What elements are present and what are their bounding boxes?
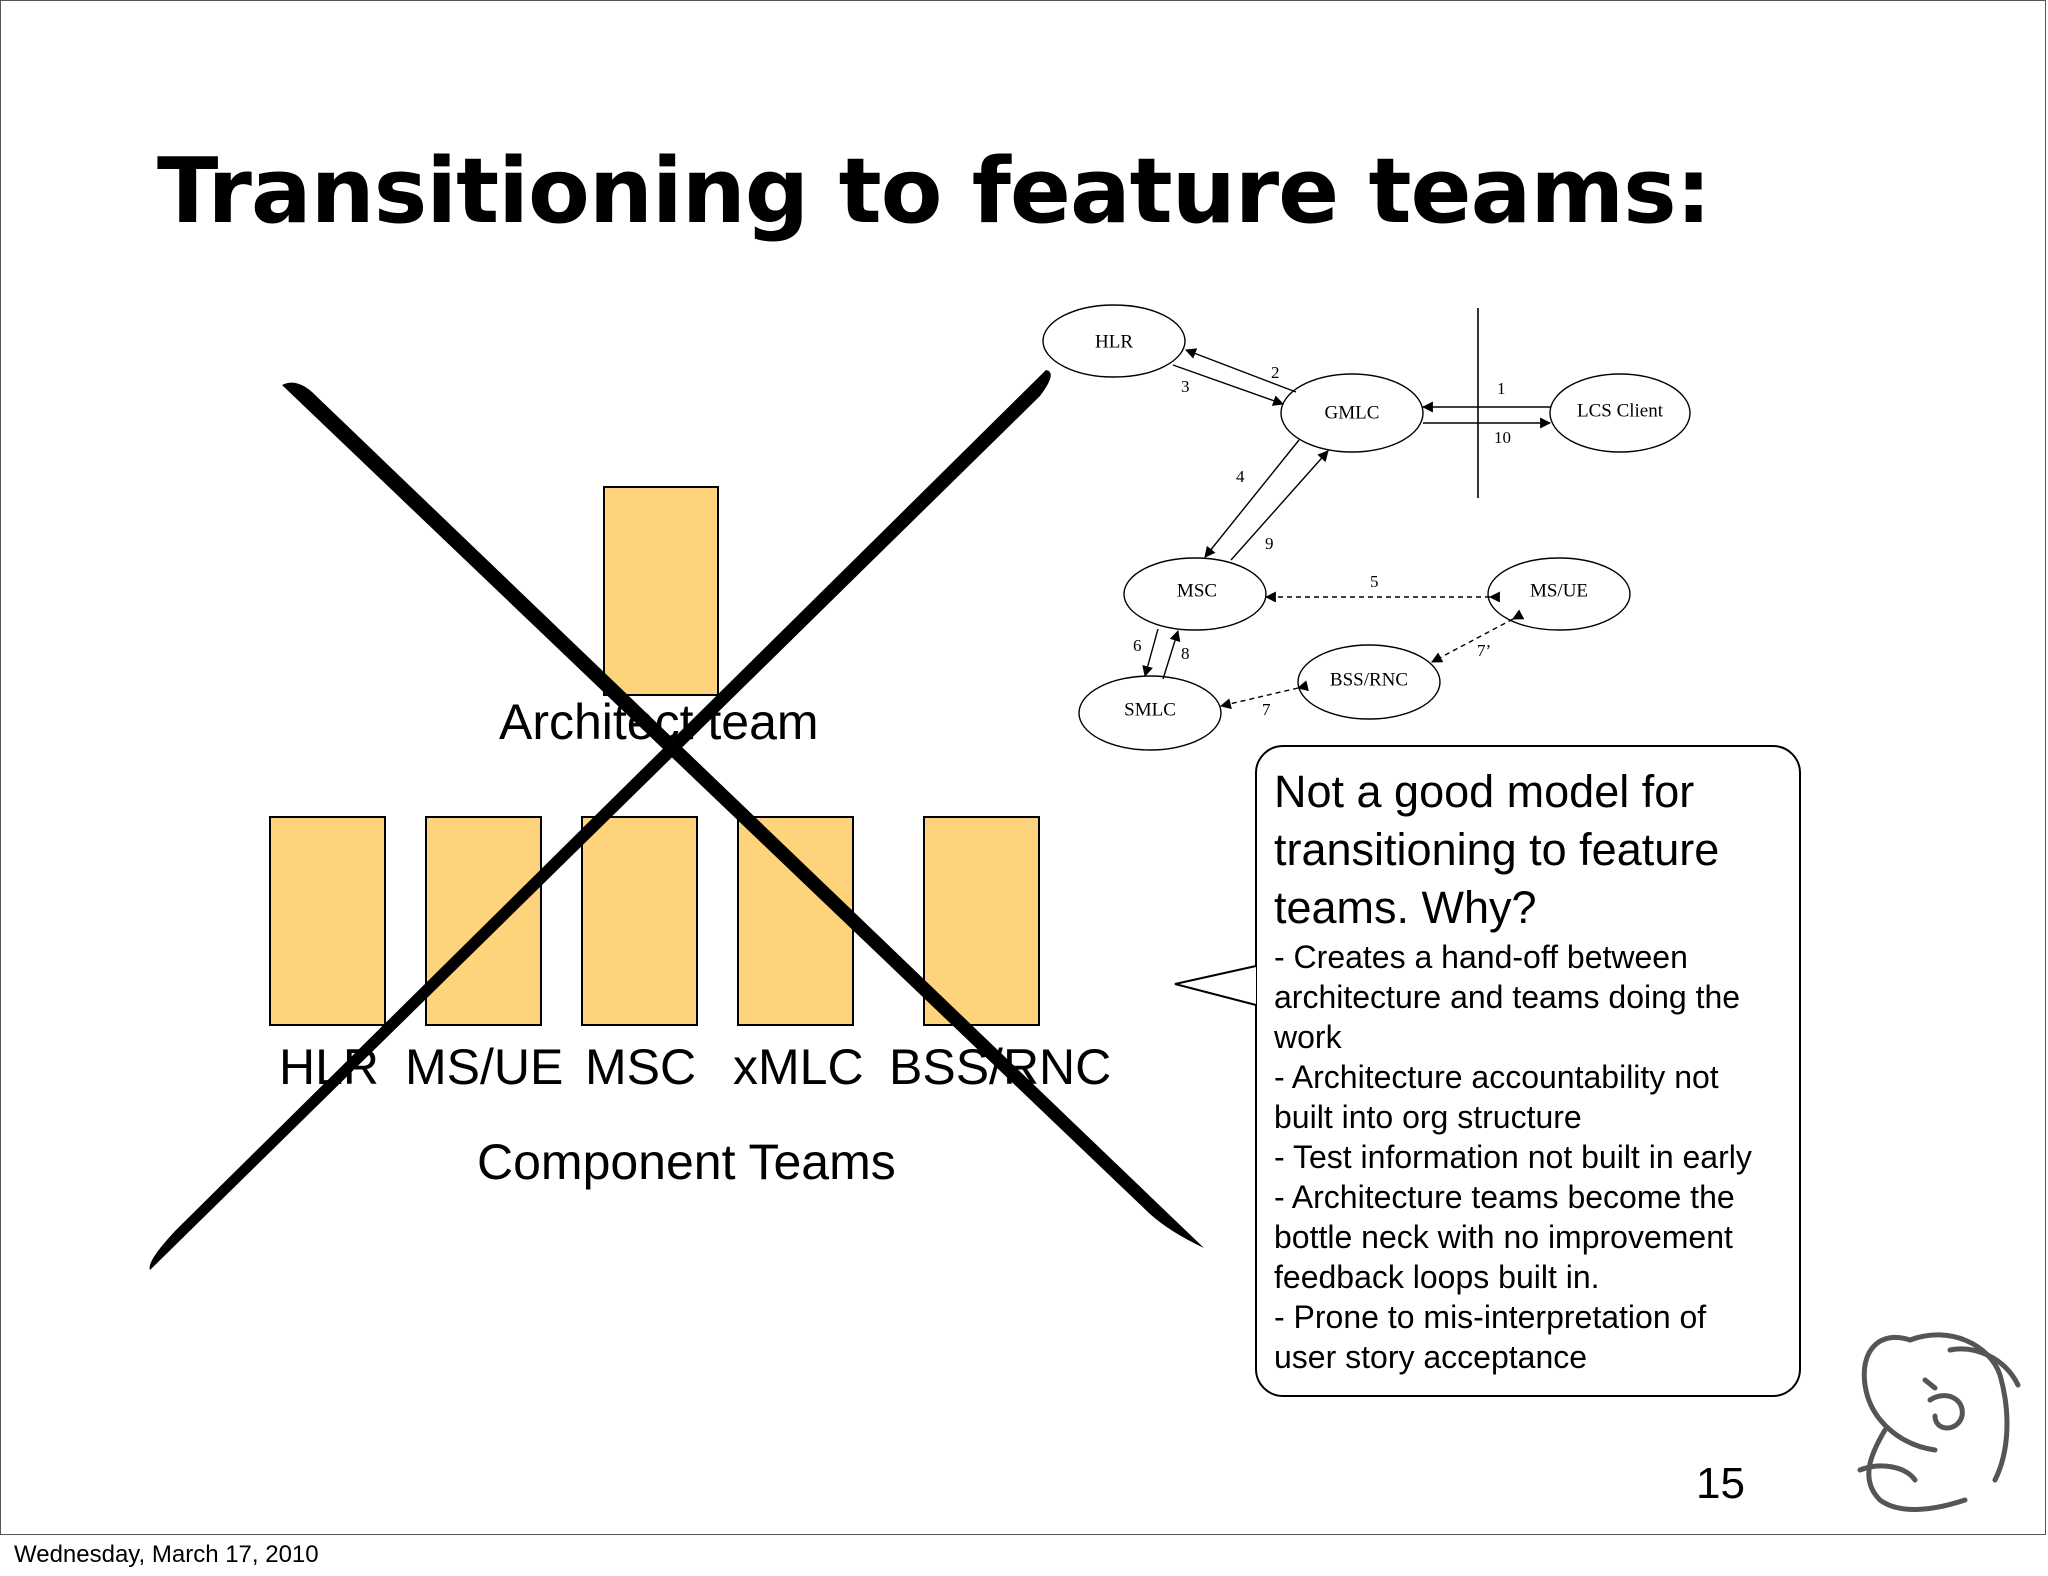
callout-line-6: - Test information not built in early (1274, 1139, 1752, 1175)
node-bss-rnc: BSS/RNC (1297, 644, 1441, 720)
node-label-bss-rnc: BSS/RNC (1330, 669, 1408, 690)
callout-heading-1: Not a good model for (1274, 766, 1695, 817)
architect-team-box (603, 486, 719, 696)
edge-label-7-prime: 7’ (1477, 641, 1491, 660)
edge-label-2: 2 (1271, 363, 1280, 382)
edge-label-9: 9 (1265, 534, 1274, 553)
page-number: 15 (1696, 1459, 1745, 1508)
edge-label-1: 1 (1497, 379, 1506, 398)
elephant-logo-icon (1857, 1332, 2021, 1512)
node-label-gmlc: GMLC (1325, 402, 1380, 423)
callout-line-9: feedback loops built in. (1274, 1259, 1600, 1295)
edge-9 (1230, 450, 1329, 561)
slide-title: Transitioning to feature teams: (157, 139, 1712, 244)
component-box-hlr (269, 816, 386, 1026)
node-hlr: HLR (1042, 304, 1186, 378)
edge-label-4: 4 (1236, 467, 1245, 486)
callout-line-2: architecture and teams doing the (1274, 979, 1741, 1015)
node-lcs-client: LCS Client (1549, 373, 1691, 453)
edge-label-10: 10 (1494, 428, 1511, 447)
callout-text: Not a good model for transitioning to fe… (1274, 763, 1794, 1377)
footer-date: Wednesday, March 17, 2010 (14, 1541, 319, 1568)
node-label-msue: MS/UE (1530, 580, 1588, 601)
callout-line-4: - Architecture accountability not (1274, 1059, 1719, 1095)
edge-2 (1184, 348, 1297, 393)
edge-label-7: 7 (1262, 700, 1271, 719)
node-msc: MSC (1123, 557, 1267, 631)
callout-line-7: - Architecture teams become the (1274, 1179, 1735, 1215)
callout-line-11: user story acceptance (1274, 1339, 1588, 1375)
node-label-msc: MSC (1177, 580, 1217, 601)
callout-line-3: work (1274, 1019, 1342, 1055)
edge-6 (1142, 628, 1159, 678)
edge-3 (1172, 364, 1285, 406)
edge-4 (1204, 439, 1300, 558)
callout-line-8: bottle neck with no improvement (1274, 1219, 1733, 1255)
network-diagram: HLR GMLC LCS Client MSC MS/UE BSS/RNC SM… (1042, 304, 1691, 751)
callout-line-5: built into org structure (1274, 1099, 1582, 1135)
slide: Transitioning to feature teams: Architec… (0, 0, 2046, 1535)
callout-heading-2: transitioning to feature (1274, 824, 1720, 875)
component-box-msue (425, 816, 542, 1026)
callout-tail (1174, 965, 1257, 1006)
callout-box (1255, 745, 1801, 1397)
component-teams-label: Component Teams (477, 1134, 896, 1190)
callout-line-1: - Creates a hand-off between (1274, 939, 1688, 975)
node-gmlc: GMLC (1280, 373, 1424, 453)
edge-8 (1162, 629, 1181, 680)
component-box-xmlc (737, 816, 854, 1026)
component-label-msue: MS/UE (405, 1039, 564, 1095)
edge-7-prime (1431, 609, 1525, 663)
node-msue: MS/UE (1487, 557, 1631, 631)
callout-line-10: - Prone to mis-interpretation of (1274, 1299, 1707, 1335)
component-box-msc (581, 816, 698, 1026)
component-box-bssrnc (923, 816, 1040, 1026)
component-label-msc: MSC (585, 1039, 697, 1095)
cross-out-mark (149, 370, 1204, 1270)
edge-label-8: 8 (1181, 644, 1190, 663)
edge-label-6: 6 (1133, 636, 1142, 655)
node-label-lcs-client: LCS Client (1577, 400, 1664, 421)
node-smlc: SMLC (1078, 675, 1222, 751)
edge-label-5: 5 (1370, 572, 1379, 591)
component-label-xmlc: xMLC (733, 1039, 864, 1095)
edge-label-3: 3 (1181, 377, 1190, 396)
edge-7 (1219, 680, 1309, 710)
node-label-hlr: HLR (1095, 331, 1133, 352)
node-label-smlc: SMLC (1124, 699, 1176, 720)
callout-heading-3: teams. Why? (1274, 882, 1537, 933)
